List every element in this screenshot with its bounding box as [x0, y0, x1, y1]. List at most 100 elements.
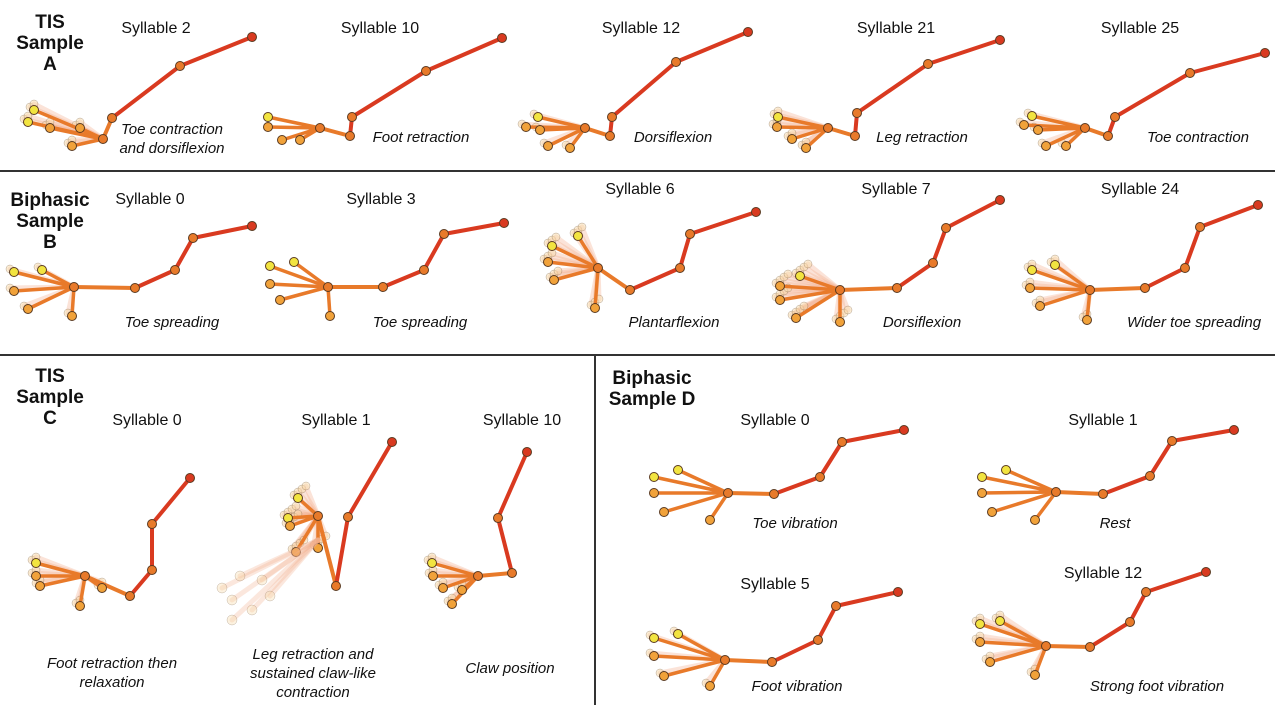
toe-tip-joint	[574, 232, 583, 241]
toe-tip-joint	[773, 123, 782, 132]
leg-segment	[630, 268, 680, 290]
leg-joint	[929, 259, 938, 268]
ghost-joint	[804, 260, 812, 268]
syllable-caption: Foot vibration	[752, 677, 843, 696]
syllable-title: Syllable 12	[1064, 565, 1142, 583]
toe-tip-joint	[792, 314, 801, 323]
syllable-caption: Plantarflexion	[629, 313, 720, 332]
leg-segment	[840, 288, 897, 290]
group-title-line2: Sample A	[8, 33, 92, 75]
leg-joint	[332, 582, 341, 591]
leg-segment	[352, 71, 426, 117]
toe-segment	[280, 287, 328, 300]
leg-joint	[316, 124, 325, 133]
syllable-title: Syllable 1	[301, 412, 370, 430]
leg-joint	[1202, 568, 1211, 577]
toe-tip-joint	[264, 113, 273, 122]
toe-tip-joint	[978, 473, 987, 482]
syllable-caption: Toe contraction and dorsiflexion	[119, 120, 224, 158]
leg-segment	[1056, 492, 1103, 494]
ghost-joint	[227, 615, 237, 625]
toe-tip-joint	[32, 572, 41, 581]
leg-segment	[112, 66, 180, 118]
syllable-caption: Wider toe spreading	[1127, 313, 1261, 332]
toe-tip-joint	[544, 142, 553, 151]
leg-joint	[314, 512, 323, 521]
leg-joint	[1261, 49, 1270, 58]
leg-joint	[1230, 426, 1239, 435]
syllable-title: Syllable 0	[112, 412, 181, 430]
toe-tip-joint	[24, 305, 33, 314]
syllable-caption: Toe spreading	[125, 313, 220, 332]
toe-tip-joint	[522, 123, 531, 132]
leg-joint	[70, 283, 79, 292]
toe-tip-joint	[674, 630, 683, 639]
leg-joint	[814, 636, 823, 645]
leg-joint	[248, 33, 257, 42]
leg-segment	[842, 430, 904, 442]
toe-segment	[777, 127, 828, 128]
leg-joint	[474, 572, 483, 581]
leg-joint	[1126, 618, 1135, 627]
toe-tip-joint	[566, 144, 575, 153]
leg-joint	[176, 62, 185, 71]
leg-segment	[444, 223, 504, 234]
toe-tip-joint	[650, 473, 659, 482]
toe-tip-joint	[68, 312, 77, 321]
leg-segment	[857, 64, 928, 113]
toe-tip-joint	[1031, 516, 1040, 525]
leg-joint	[108, 114, 117, 123]
leg-joint	[851, 132, 860, 141]
toe-tip-joint	[1042, 142, 1051, 151]
toe-tip-joint	[706, 516, 715, 525]
group-title-line1: TIS	[8, 366, 92, 387]
leg-joint	[348, 113, 357, 122]
syllable-caption: Dorsiflexion	[883, 313, 961, 332]
leg-segment	[1172, 430, 1234, 441]
ghost-joint	[784, 270, 792, 278]
leg-joint	[686, 230, 695, 239]
leg-segment	[928, 40, 1000, 64]
toe-tip-joint	[650, 652, 659, 661]
syllable-caption: Dorsiflexion	[634, 128, 712, 147]
syllable-title: Syllable 5	[740, 576, 809, 594]
ghost-joint	[235, 571, 245, 581]
leg-segment	[820, 442, 842, 477]
leg-joint	[248, 222, 257, 231]
syllable-title: Syllable 24	[1101, 181, 1179, 199]
leg-joint	[422, 67, 431, 76]
leg-segment	[383, 270, 424, 287]
syllable-title: Syllable 1	[1068, 412, 1137, 430]
leg-joint	[1086, 643, 1095, 652]
syllable-title: Syllable 3	[346, 191, 415, 209]
toe-tip-joint	[10, 268, 19, 277]
leg-joint	[853, 109, 862, 118]
leg-segment	[135, 270, 175, 288]
leg-joint	[832, 602, 841, 611]
leg-joint	[1104, 132, 1113, 141]
leg-joint	[676, 264, 685, 273]
leg-joint	[81, 572, 90, 581]
leg-joint	[606, 132, 615, 141]
toe-segment	[654, 477, 728, 493]
toe-tip-joint	[38, 266, 47, 275]
leg-joint	[131, 284, 140, 293]
toe-tip-joint	[706, 682, 715, 691]
leg-joint	[724, 489, 733, 498]
toe-tip-joint	[988, 508, 997, 517]
syllable-title: Syllable 21	[857, 20, 935, 38]
leg-joint	[721, 656, 730, 665]
leg-joint	[893, 284, 902, 293]
leg-joint	[672, 58, 681, 67]
toe-tip-joint	[76, 124, 85, 133]
toe-tip-joint	[796, 272, 805, 281]
toe-tip-joint	[1028, 112, 1037, 121]
leg-joint	[924, 60, 933, 69]
leg-segment	[74, 287, 135, 288]
leg-segment	[680, 234, 690, 268]
syllable-caption: Rest	[1100, 514, 1131, 533]
group-title-sample-c: TIS Sample C	[8, 366, 92, 429]
toe-tip-joint	[534, 113, 543, 122]
toe-tip-joint	[1062, 142, 1071, 151]
